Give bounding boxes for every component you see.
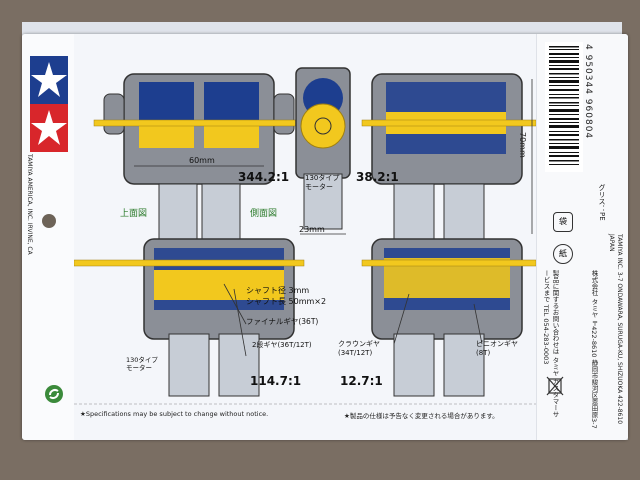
side-view-gearbox	[295, 67, 351, 235]
shaft-length-label: シャフト長 50mm×2	[246, 297, 327, 306]
gearbox-drawing	[74, 67, 536, 405]
barcode-number: 4 950344 960804	[583, 44, 593, 140]
second-gear-label: 2段ギヤ(36T/12T)	[252, 341, 312, 349]
barcode	[545, 42, 583, 172]
height-dimension: 70mm	[518, 132, 527, 158]
motor-label-side: 130タイプ モーター	[305, 174, 340, 191]
tamiya-star-logo	[30, 56, 68, 152]
contact-info: 製品に関するお問い合わせは タミヤ カスタマーサービスまで TEL 054-28…	[542, 270, 559, 418]
gearbox-38-ratio	[361, 73, 536, 245]
top-view-label: 上面図	[120, 209, 148, 219]
gearbox-12-ratio	[361, 238, 536, 397]
final-gear-label: ファイナルギヤ(36T)	[246, 317, 319, 326]
shaft-diameter-label: シャフト径 3mm	[246, 286, 310, 295]
hang-hole	[42, 214, 56, 228]
ratio-12: 12.7:1	[340, 374, 383, 388]
company-address-en: TAMIYA INC. 3-7 ONDAWARA, SURUGA-KU, SHI…	[608, 234, 623, 425]
grease-label: グリス：PE	[598, 184, 606, 221]
motor-width-dimension: 23mm	[299, 225, 325, 234]
company-address-jp: 株式会社 タミヤ 〒422-8610 静岡市駿河区恩田原3-7	[590, 270, 598, 429]
specs-japanese: ★製品の仕様は予告なく変更される場合があります。	[344, 412, 499, 420]
side-view-label: 側面図	[250, 209, 278, 219]
pinion-gear-label: ピニオンギヤ (8T)	[476, 340, 518, 357]
copyright-text: TAMIYA AMERICA, INC. IRVINE, CA	[26, 154, 33, 255]
crown-gear-label: クラウンギヤ (34T/12T)	[338, 340, 380, 357]
gearbox-diagram-panel: 60mm 23mm 70mm 130タイプ モーター 上面図 側面図 344.2…	[74, 34, 536, 440]
specs-english: ★Specifications may be subject to change…	[80, 410, 269, 418]
ratio-114: 114.7:1	[250, 374, 302, 388]
recycle-icon	[45, 385, 63, 403]
width-dimension: 60mm	[189, 156, 215, 165]
ratio-38: 38.2:1	[356, 170, 399, 184]
right-info-panel: 4 950344 960804 グリス：PE 袋 紙 製品に関するお問い合わせは…	[536, 34, 628, 440]
crossed-bin-icon	[546, 376, 564, 396]
motor-label-bottom: 130タイプ モーター	[126, 356, 158, 372]
gearbox-114-ratio	[74, 238, 305, 397]
ratio-344: 344.2:1	[238, 170, 290, 184]
left-strip: TAMIYA AMERICA, INC. IRVINE, CA	[22, 34, 75, 440]
paper-recycle-mark: 紙	[553, 244, 573, 264]
top-view-gearbox	[93, 73, 305, 240]
product-box: TAMIYA AMERICA, INC. IRVINE, CA	[22, 34, 628, 440]
bag-recycle-mark: 袋	[553, 212, 573, 232]
